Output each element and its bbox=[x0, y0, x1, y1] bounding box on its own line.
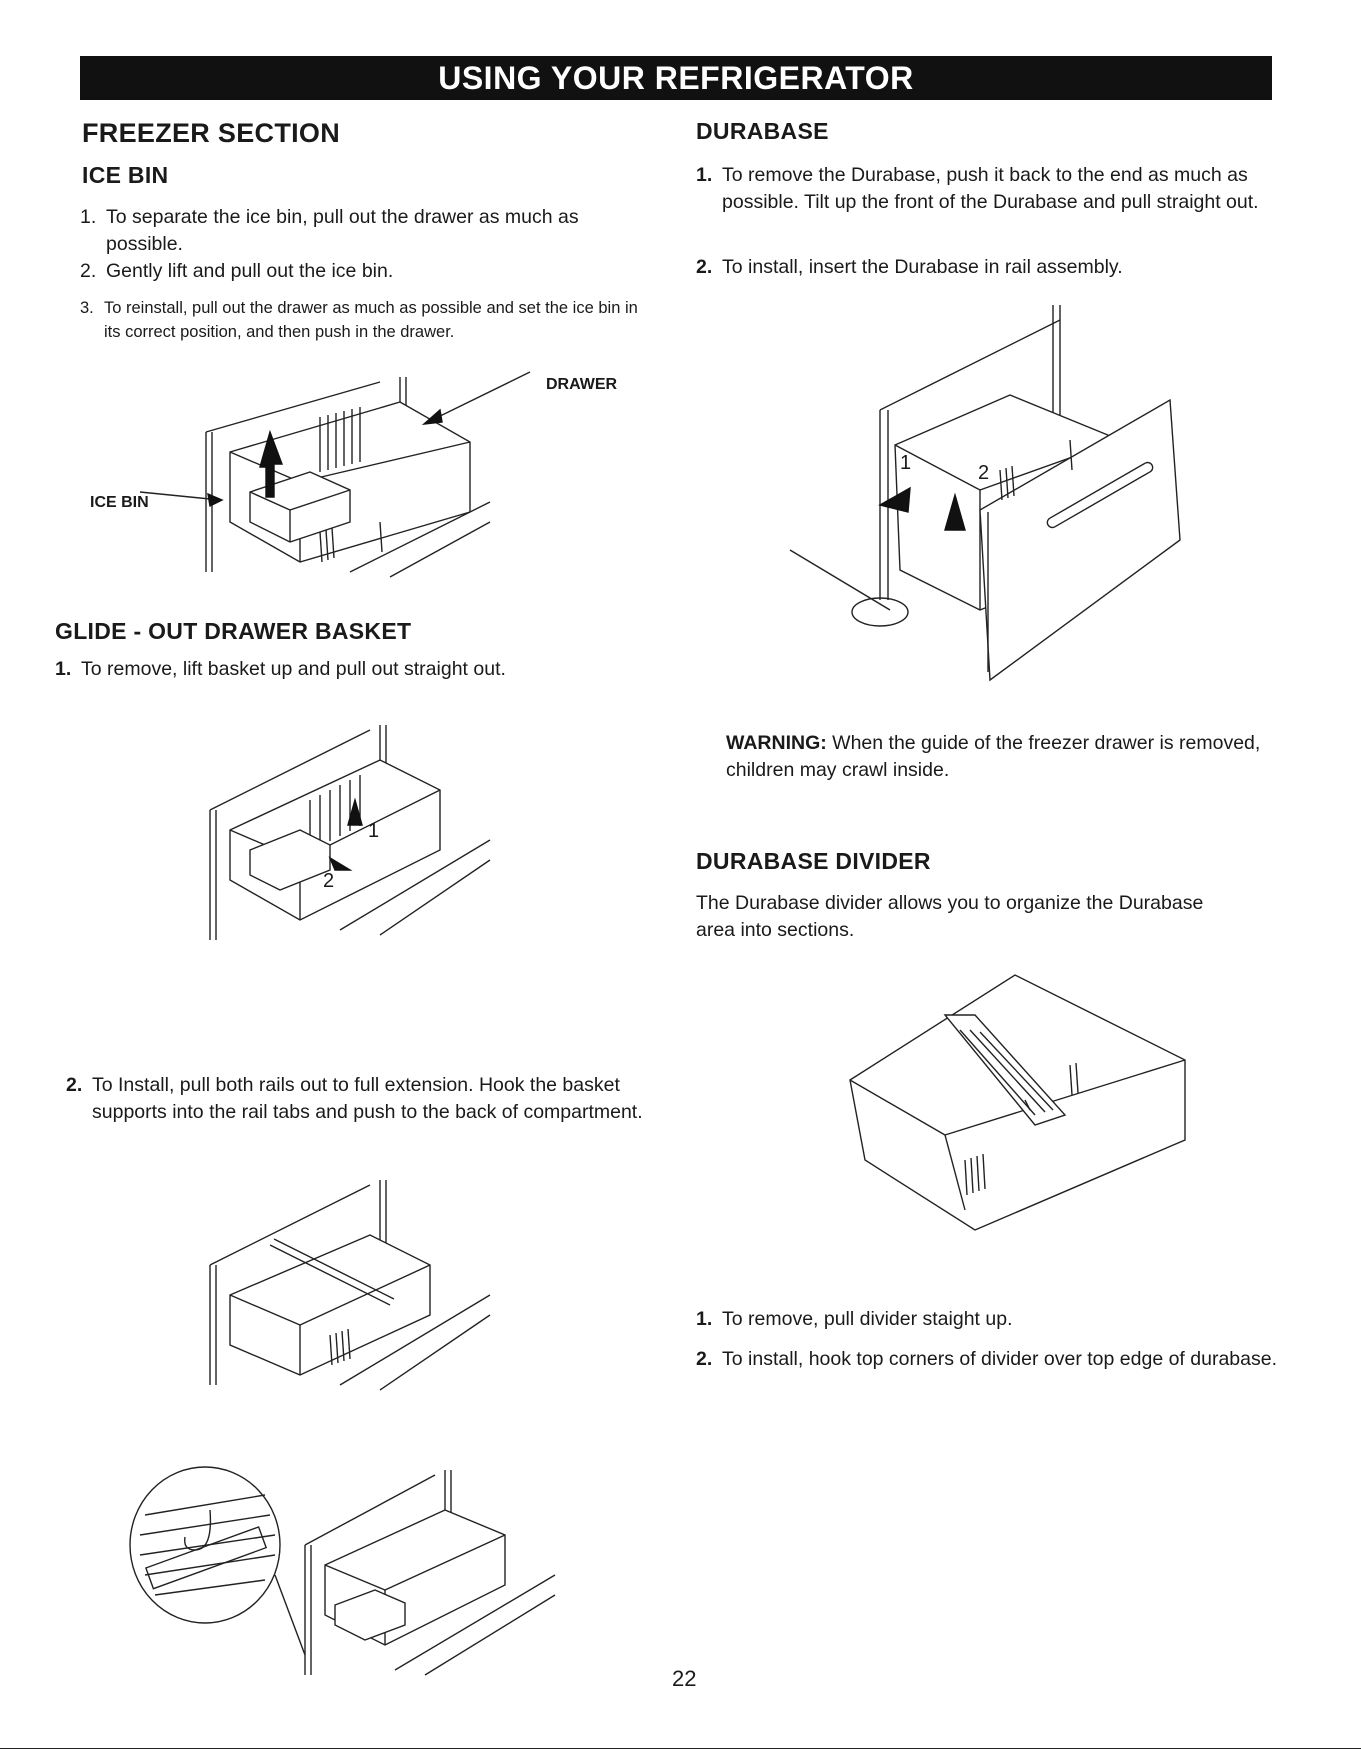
step-number: 1. bbox=[696, 164, 713, 186]
step-number: 2. bbox=[80, 260, 97, 282]
durabase-divider-illustration bbox=[849, 974, 1186, 1231]
step-number: 2. bbox=[696, 1348, 713, 1370]
glide-out-step-1: 1. To remove, lift basket up and pull ou… bbox=[55, 656, 635, 683]
durabase-title: DURABASE bbox=[696, 118, 829, 144]
step-text: Gently lift and pull out the ice bin. bbox=[106, 260, 394, 282]
step-text: To reinstall, pull out the drawer as muc… bbox=[104, 299, 638, 341]
step-text: To install, insert the Durabase in rail … bbox=[722, 256, 1123, 278]
divider-title: DURABASE DIVIDER bbox=[696, 848, 931, 874]
divider-step-1: 1. To remove, pull divider staight up. bbox=[696, 1306, 1286, 1333]
step-number: 1. bbox=[80, 206, 97, 228]
page-banner: USING YOUR REFRIGERATOR bbox=[80, 56, 1272, 100]
durabase-illustration bbox=[789, 305, 1181, 682]
ice-bin-title: ICE BIN bbox=[82, 162, 169, 188]
divider-intro: The Durabase divider allows you to organ… bbox=[696, 892, 1204, 941]
durabase-step-1: 1. To remove the Durabase, push it back … bbox=[696, 162, 1286, 216]
step-text: To remove, lift basket up and pull out s… bbox=[81, 658, 506, 680]
step-text: To install, hook top corners of divider … bbox=[722, 1348, 1277, 1370]
ice-bin-step-2: 2. Gently lift and pull out the ice bin. bbox=[80, 258, 660, 285]
glide-out-step-2: 2. To Install, pull both rails out to fu… bbox=[66, 1072, 666, 1126]
warning-body: When the guide of the freezer drawer is … bbox=[726, 732, 1261, 781]
durabase-step-2: 2. To install, insert the Durabase in ra… bbox=[696, 254, 1286, 281]
hook-detail-illustration bbox=[129, 1466, 556, 1676]
page-number: 22 bbox=[672, 1666, 697, 1691]
step-number: 1. bbox=[696, 1308, 713, 1330]
step-number: 2. bbox=[696, 256, 713, 278]
warning-text: WARNING: When the guide of the freezer d… bbox=[726, 730, 1276, 784]
step-text: To separate the ice bin, pull out the dr… bbox=[106, 206, 579, 255]
ice-bin-illustration bbox=[139, 371, 531, 578]
step-number: 2. bbox=[66, 1074, 83, 1096]
warning-label: WARNING: bbox=[726, 732, 827, 754]
callout-1: 1 bbox=[368, 820, 380, 842]
label-ice-bin: ICE BIN bbox=[90, 494, 149, 511]
glide-out-title: GLIDE - OUT DRAWER BASKET bbox=[55, 618, 412, 644]
step-text: To remove the Durabase, push it back to … bbox=[722, 164, 1259, 213]
ice-bin-step-1: 1. To separate the ice bin, pull out the… bbox=[80, 204, 660, 258]
step-number: 1. bbox=[55, 658, 72, 680]
step-number: 3. bbox=[80, 299, 94, 317]
label-drawer: DRAWER bbox=[546, 376, 618, 393]
divider-step-2: 2. To install, hook top corners of divid… bbox=[696, 1346, 1286, 1373]
callout-2: 2 bbox=[323, 870, 335, 892]
section-title-freezer: FREEZER SECTION bbox=[82, 118, 341, 148]
callout-2: 2 bbox=[978, 462, 990, 484]
basket-remove-illustration bbox=[209, 725, 491, 940]
step-text: To Install, pull both rails out to full … bbox=[92, 1074, 643, 1123]
rails-illustration bbox=[209, 1180, 491, 1391]
step-text: To remove, pull divider staight up. bbox=[722, 1308, 1013, 1330]
callout-1: 1 bbox=[900, 452, 912, 474]
ice-bin-step-3: 3. To reinstall, pull out the drawer as … bbox=[80, 296, 650, 344]
footer-rule bbox=[0, 1748, 1361, 1749]
